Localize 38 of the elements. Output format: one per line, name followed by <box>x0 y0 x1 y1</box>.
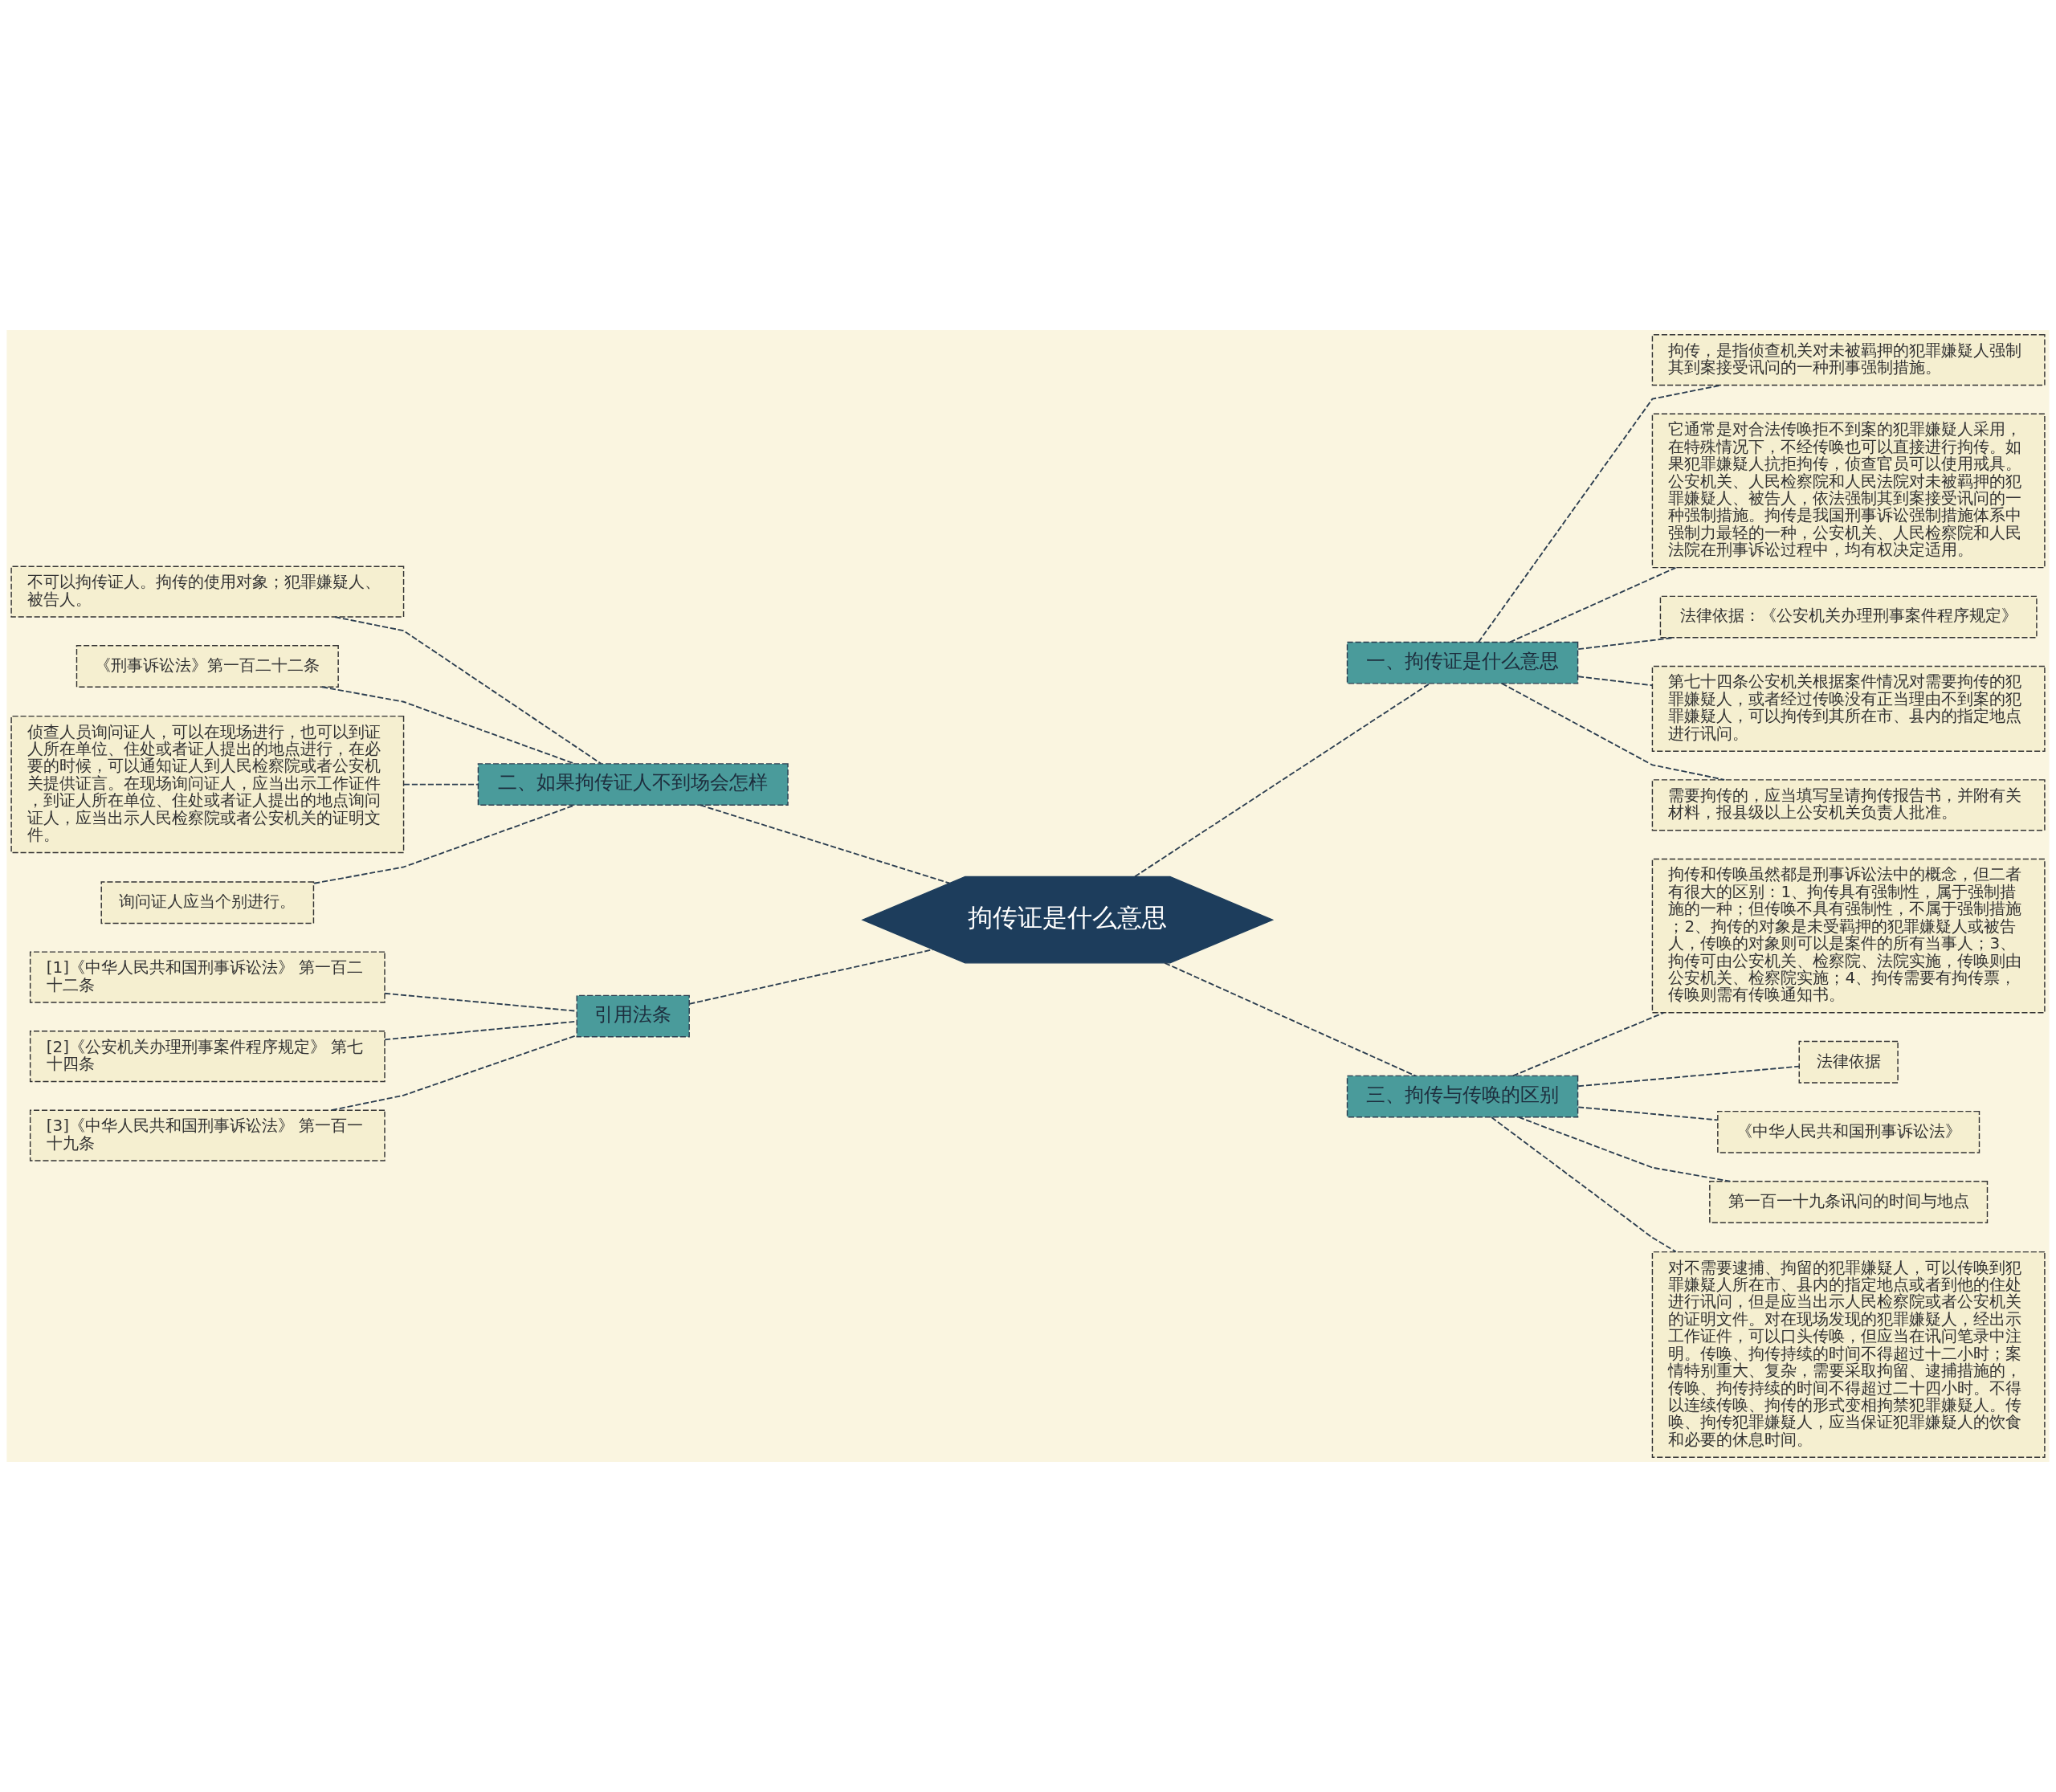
node-box: 二、如果拘传证人不到场会怎样 <box>477 763 789 806</box>
node-box: 拘传，是指侦查机关对未被羁押的犯罪嫌疑人强制其到案接受讯问的一种刑事强制措施。 <box>1651 334 2046 386</box>
node-box: 拘传和传唤虽然都是刑事诉讼法中的概念，但二者有很大的区别：1、拘传具有强制性，属于强制措施的一种；但传唤不具有强制性，不属于强制措施；2、拘传的对象是未受羁押的犯罪嫌疑人或被告人，传唤的对象则可以是案件的所有当事人；3、拘传可由公安机关、检察院、法院实施，传唤则由公安机关、检察院实施；4、拘传需要有拘传票，传唤则需有传唤通知书。 <box>1651 858 2046 1014</box>
node-box: 它通常是对合法传唤拒不到案的犯罪嫌疑人采用，在特殊情况下，不经传唤也可以直接进行拘传。如果犯罪嫌疑人抗拒拘传，侦查官员可以使用戒具。公安机关、人民检察院和人民法院对未被羁押的犯罪嫌疑人、被告人，依法强制其到案接受讯问的一种强制措施。拘传是我国刑事诉讼强制措施体系中强制力最轻的一种，公安机关、人民检察院和人民法院在刑事诉讼过程中，均有权决定适用。 <box>1651 413 2046 569</box>
connector <box>1577 636 1675 651</box>
node-box: 询问证人应当个别进行。 <box>100 881 315 925</box>
connector <box>688 949 934 1005</box>
connector <box>334 616 602 765</box>
node-box: 对不需要逮捕、拘留的犯罪嫌疑人，可以传唤到犯罪嫌疑人所在市、县内的指定地点或者到他的住处进行讯问，但是应当出示人民检察院或者公安机关的证明文件。对在现场发现的犯罪嫌疑人，经出示工作证件，可以口头传唤，但应当在讯问笔录中注明。传唤、拘传持续的时间不得超过十二小时；案情特别重大、复杂，需要采取拘留、逮捕措施的，传唤、拘传持续的时间不得超过二十四小时。不得以连续传唤、拘传的形式变相拘禁犯罪嫌疑人。传唤、拘传犯罪嫌疑人，应当保证犯罪嫌疑人的饮食和必要的休息时间。 <box>1651 1251 2046 1458</box>
node-box: 一、拘传证是什么意思 <box>1346 641 1579 684</box>
connector <box>402 783 479 786</box>
connector <box>1134 683 1430 878</box>
connector <box>1501 683 1726 781</box>
node-box: 第一百一十九条讯问的时间与地点 <box>1709 1181 1989 1223</box>
node-box: 《刑事诉讼法》第一百二十二条 <box>75 645 339 688</box>
connector <box>1518 1116 1731 1182</box>
connector <box>1509 566 1677 643</box>
connector <box>1478 384 1722 643</box>
node-box: 《中华人民共和国刑事诉讼法》 <box>1717 1110 1981 1153</box>
node-box: 法律依据：《公安机关办理刑事案件程序规定》 <box>1659 595 2038 639</box>
node-box: [2]《公安机关办理刑事案件程序规定》 第七十四条 <box>29 1030 386 1083</box>
connector <box>1577 1106 1719 1121</box>
node-box: [3]《中华人民共和国刑事诉讼法》 第一百一十九条 <box>29 1109 386 1161</box>
node-box: 第七十四条公安机关根据案件情况对需要拘传的犯罪嫌疑人，或者经过传唤没有正当理由不到案的犯罪嫌疑人，可以拘传到其所在市、县内的指定地点进行讯问。 <box>1651 665 2046 752</box>
connector <box>1164 962 1417 1077</box>
connector <box>330 1035 577 1112</box>
node-box: [1]《中华人民共和国刑事诉讼法》 第一百二十二条 <box>29 951 386 1003</box>
node-box: 三、拘传与传唤的区别 <box>1346 1075 1579 1118</box>
node-box: 法律依据 <box>1798 1040 1899 1084</box>
node-box: 不可以拘传证人。拘传的使用对象；犯罪嫌疑人、被告人。 <box>10 565 405 618</box>
node-box: 引用法条 <box>576 994 690 1038</box>
connector <box>1577 676 1654 687</box>
connector <box>1577 1065 1801 1088</box>
node-box: 需要拘传的，应当填写呈请拘传报告书，并附有关材料，报县级以上公安机关负责人批准。 <box>1651 779 2046 831</box>
connector <box>1512 1012 1665 1077</box>
connector <box>700 804 951 884</box>
node-box: 侦查人员询问证人，可以在现场进行，也可以到证人所在单位、住处或者证人提出的地点进行，在必要的时候，可以通知证人到人民检察院或者公安机关提供证言。在现场询问证人，应当出示工作证件，到证人所在单位、住处或者证人提出的地点询问证人，应当出示人民检察院或者公安机关的证明文件。 <box>10 715 405 854</box>
connector <box>1491 1116 1677 1253</box>
